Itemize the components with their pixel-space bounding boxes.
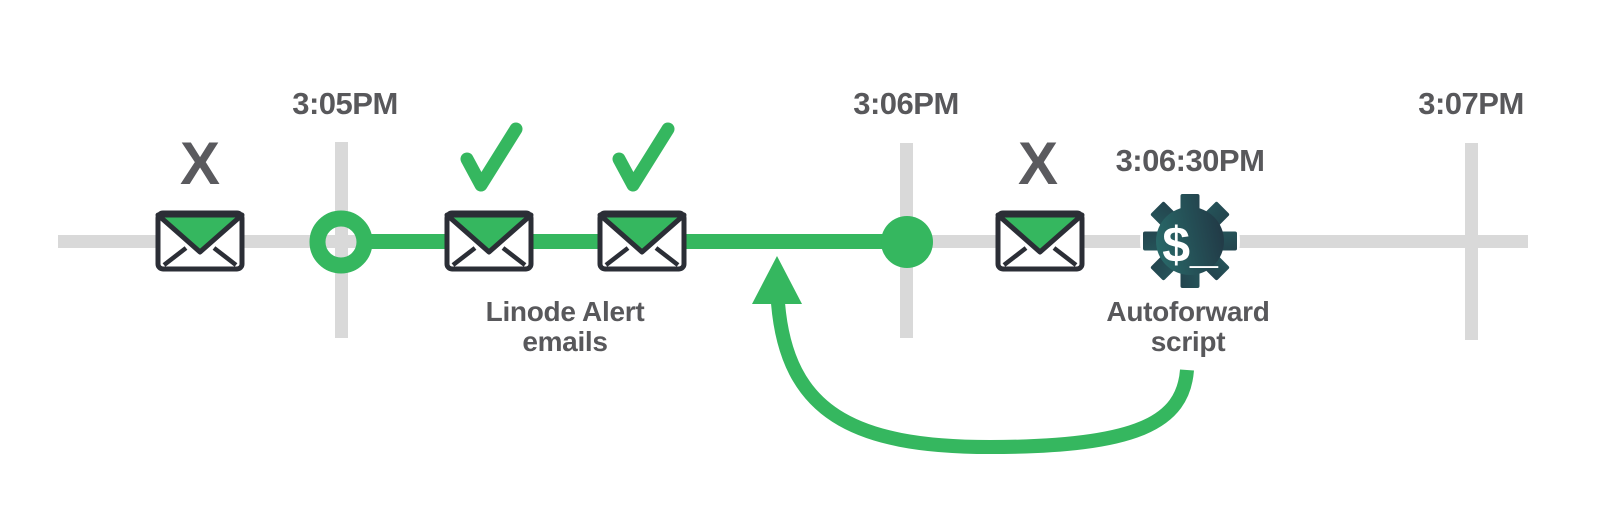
checkmark-icon-1 [460,122,523,192]
linode-alert-caption-line2: emails [522,326,608,357]
checkmark-icon-2 [612,122,675,192]
end-dot [881,216,933,268]
x-mark-1: X [179,130,221,197]
gear-dollar-icon: $_ [1140,191,1240,291]
start-ring [309,210,373,274]
envelope-icon-blocked-2 [998,213,1082,269]
linode-alert-caption-line1: Linode Alert [485,296,645,327]
envelope-icon-alert-1 [447,213,531,269]
curved-arrow-up-icon [752,256,1194,455]
event-time-label: 3:06:30PM [1115,143,1265,178]
tick-label-3-06pm: 3:06PM [853,86,959,121]
tick-label-3-05pm: 3:05PM [292,86,398,121]
x-mark-2: X [1017,130,1059,197]
gear-prompt-text: $_ [1162,217,1219,273]
tick-3-05pm [335,142,348,338]
envelope-icon-blocked-1 [158,213,242,269]
autoforward-caption-line2: script [1150,326,1226,357]
envelope-icon-alert-2 [600,213,684,269]
tick-3-07pm [1465,143,1478,340]
autoforward-caption-line1: Autoforward [1106,296,1270,327]
tick-label-3-07pm: 3:07PM [1418,86,1524,121]
